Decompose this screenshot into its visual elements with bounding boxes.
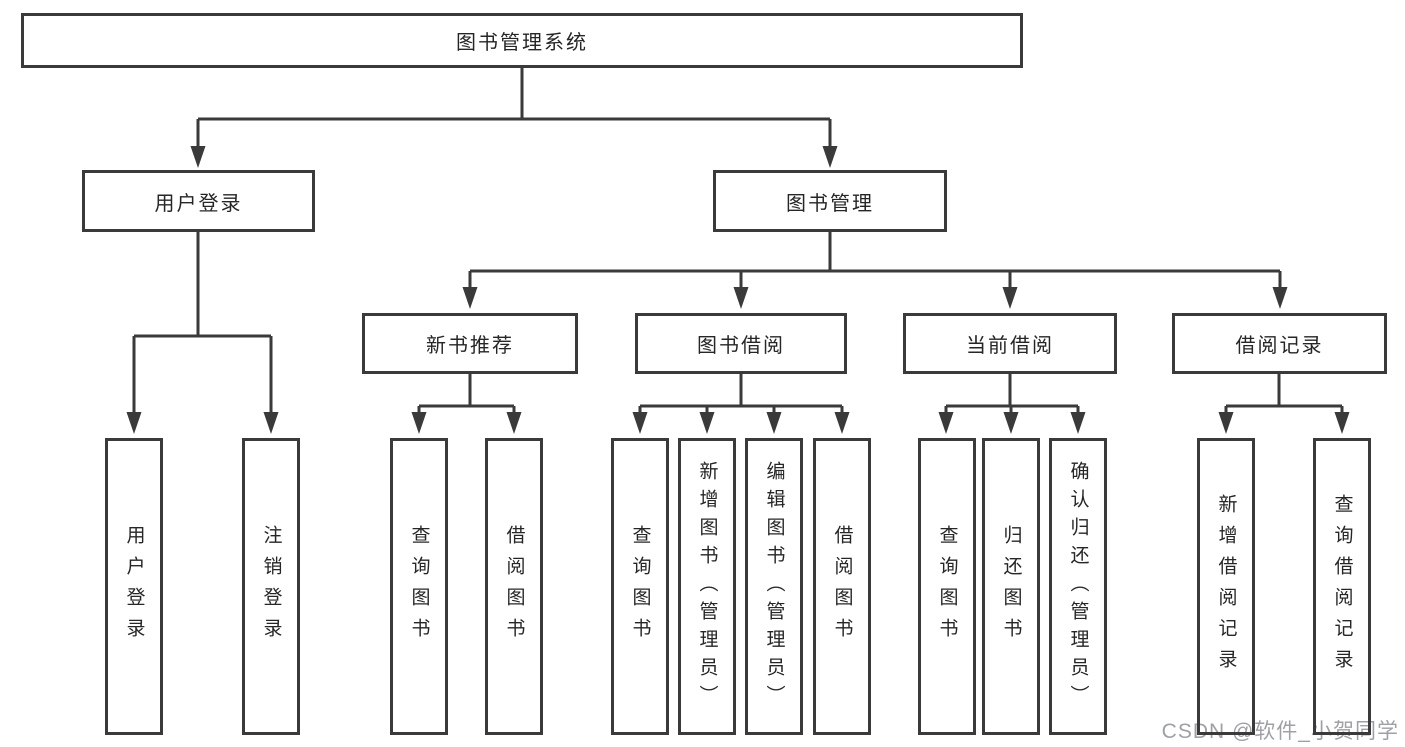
node-book-management: 图书管理 bbox=[713, 170, 947, 232]
node-new-book-recommend-label: 新书推荐 bbox=[426, 335, 514, 357]
leaf-query-books-recommend: 查询图书 bbox=[390, 438, 448, 735]
leaf-query-books-current-label: 查询图书 bbox=[936, 524, 958, 649]
leaf-edit-books-admin: 编辑图书（管理员） bbox=[745, 438, 803, 735]
node-current-borrowing: 当前借阅 bbox=[903, 313, 1117, 374]
node-borrowing-records-label: 借阅记录 bbox=[1235, 335, 1324, 357]
leaf-logout: 注销登录 bbox=[242, 438, 300, 735]
leaf-query-books-borrow-label: 查询图书 bbox=[629, 524, 651, 649]
leaf-borrow-books-recommend-label: 借阅图书 bbox=[503, 524, 525, 649]
leaf-add-books-admin: 新增图书（管理员） bbox=[678, 438, 736, 735]
leaf-query-borrow-record-label: 查询借阅记录 bbox=[1331, 493, 1353, 680]
csdn-watermark: CSDN @软件_小贺同学 bbox=[1161, 720, 1399, 743]
leaf-edit-books-admin-label: 编辑图书（管理员） bbox=[763, 460, 785, 713]
leaf-borrow-books-recommend: 借阅图书 bbox=[485, 438, 543, 735]
leaf-user-login-label: 用户登录 bbox=[123, 524, 145, 649]
leaf-add-borrow-record: 新增借阅记录 bbox=[1197, 438, 1255, 735]
leaf-user-login: 用户登录 bbox=[105, 438, 163, 735]
node-book-management-label: 图书管理 bbox=[786, 192, 874, 215]
leaf-logout-label: 注销登录 bbox=[260, 524, 282, 649]
node-library-system: 图书管理系统 bbox=[21, 13, 1023, 68]
leaf-borrow-books-label: 借阅图书 bbox=[831, 524, 853, 649]
node-new-book-recommend: 新书推荐 bbox=[362, 313, 578, 374]
leaf-add-borrow-record-label: 新增借阅记录 bbox=[1215, 493, 1237, 680]
node-user-login-label: 用户登录 bbox=[154, 192, 243, 215]
leaf-query-books-borrow: 查询图书 bbox=[611, 438, 669, 735]
leaf-confirm-return-admin-label: 确认归还（管理员） bbox=[1067, 460, 1089, 713]
leaf-confirm-return-admin: 确认归还（管理员） bbox=[1049, 438, 1107, 735]
node-book-borrowing: 图书借阅 bbox=[635, 313, 847, 374]
node-library-system-label: 图书管理系统 bbox=[456, 32, 588, 54]
node-user-login: 用户登录 bbox=[82, 170, 315, 232]
node-book-borrowing-label: 图书借阅 bbox=[697, 335, 785, 357]
leaf-query-borrow-record: 查询借阅记录 bbox=[1313, 438, 1371, 735]
arrowheads bbox=[126, 146, 1350, 434]
leaf-query-books-recommend-label: 查询图书 bbox=[408, 524, 430, 649]
leaf-add-books-admin-label: 新增图书（管理员） bbox=[696, 460, 718, 713]
node-borrowing-records: 借阅记录 bbox=[1172, 313, 1387, 374]
leaf-return-books: 归还图书 bbox=[982, 438, 1040, 735]
leaf-return-books-label: 归还图书 bbox=[1000, 524, 1022, 649]
leaf-query-books-current: 查询图书 bbox=[918, 438, 976, 735]
node-current-borrowing-label: 当前借阅 bbox=[966, 335, 1054, 357]
leaf-borrow-books: 借阅图书 bbox=[813, 438, 871, 735]
